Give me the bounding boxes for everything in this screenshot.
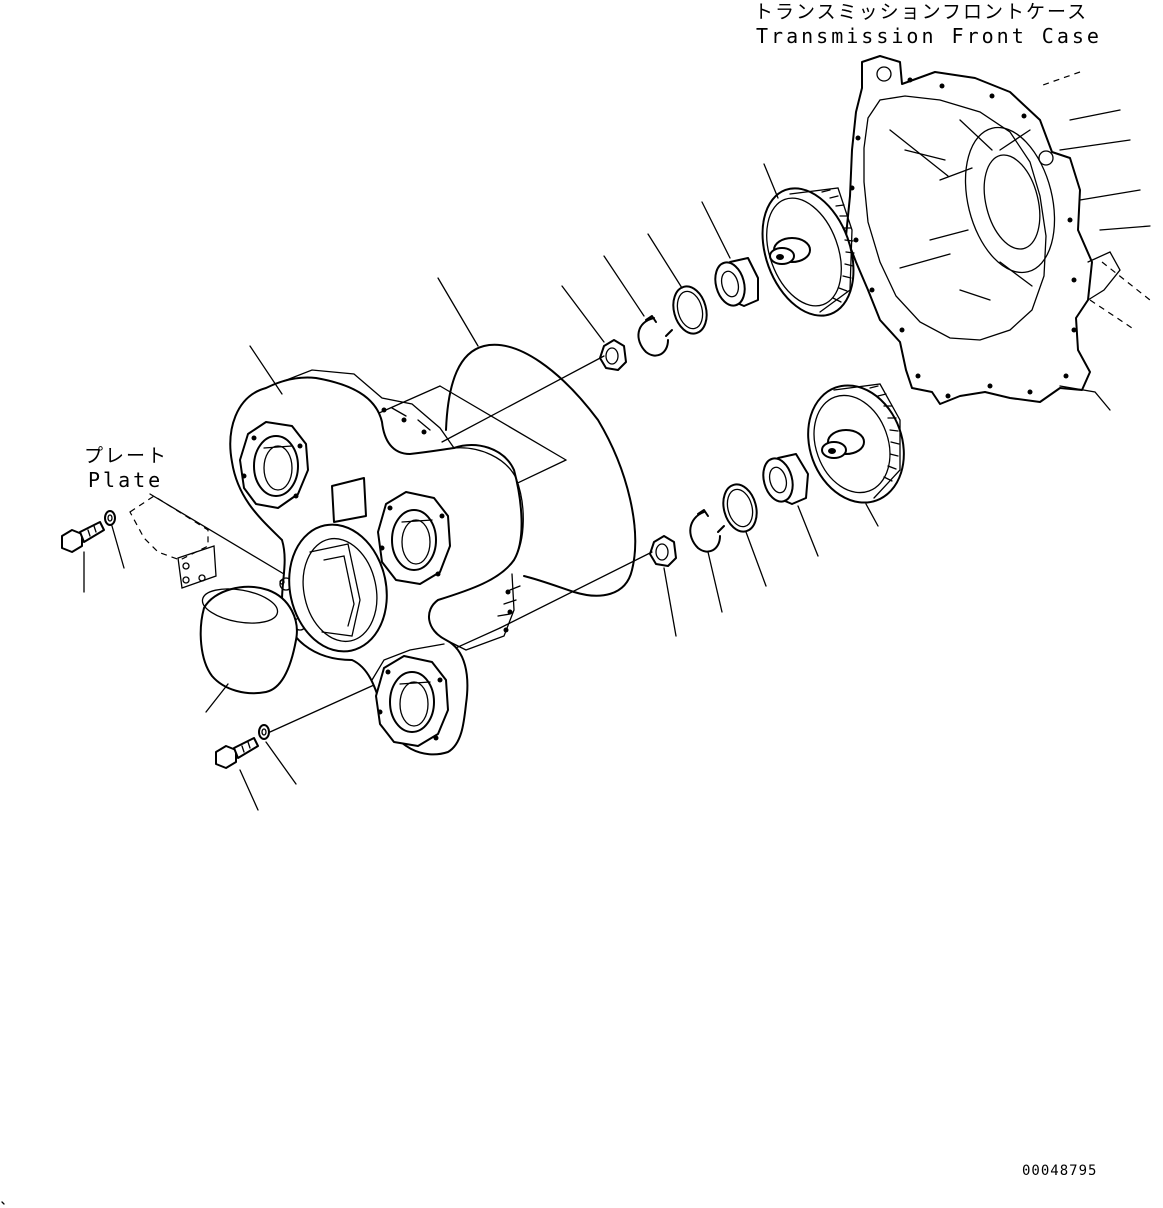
leader-upper-washer xyxy=(111,525,125,569)
leader-lower-washer xyxy=(265,741,297,785)
leader-lower-lock-nut xyxy=(663,567,677,637)
bottom-bearing-cage xyxy=(375,655,449,747)
leader-upper-snap-ring xyxy=(647,233,683,289)
middle-right-bearing-cage xyxy=(377,491,451,585)
center-bore xyxy=(288,523,388,653)
leader-upper-circlip xyxy=(603,255,645,317)
lower-bolt xyxy=(215,737,259,769)
upper-lock-nut xyxy=(599,339,627,371)
leader-lower-snap-ring xyxy=(745,531,767,587)
leader-lower-circlip xyxy=(707,551,723,613)
front-case-label-en: Transmission Front Case xyxy=(756,24,1102,48)
leader-upper-lock-nut xyxy=(561,285,605,343)
plate-label-en: Plate xyxy=(88,468,163,492)
upper-washer xyxy=(104,510,116,526)
front-case-label-jp: トランスミッションフロントケース xyxy=(754,1,1088,23)
leader-oil-seal xyxy=(205,683,229,713)
leader-lower-bolt xyxy=(239,769,259,811)
lower-washer xyxy=(258,724,270,740)
leader-upper-gear xyxy=(763,163,779,199)
leader-gasket xyxy=(437,277,479,347)
plate-bracket xyxy=(129,495,217,589)
corner-mark xyxy=(1,1201,5,1205)
case-gasket xyxy=(445,343,637,597)
lower-bearing xyxy=(762,453,809,505)
leader-lower-bearing xyxy=(797,505,819,557)
lower-idler-gear xyxy=(807,383,905,504)
plate-label-jp: プレート xyxy=(84,445,168,467)
lower-snap-ring xyxy=(722,483,758,533)
upper-bearing xyxy=(714,257,759,307)
upper-left-bearing-cage xyxy=(239,421,309,509)
lower-lock-nut xyxy=(649,535,677,567)
upper-circlip xyxy=(637,315,673,357)
leader-upper-bearing xyxy=(701,201,731,259)
lower-circlip xyxy=(689,509,725,553)
transmission-front-case xyxy=(845,55,1151,411)
upper-bolt xyxy=(61,521,105,553)
upper-snap-ring xyxy=(672,285,708,335)
leader-lower-gear xyxy=(865,503,879,527)
upper-idler-gear xyxy=(761,187,855,317)
oil-seal-ring xyxy=(199,585,298,695)
leader-housing xyxy=(249,345,283,395)
document-number: 00048795 xyxy=(1022,1163,1097,1179)
